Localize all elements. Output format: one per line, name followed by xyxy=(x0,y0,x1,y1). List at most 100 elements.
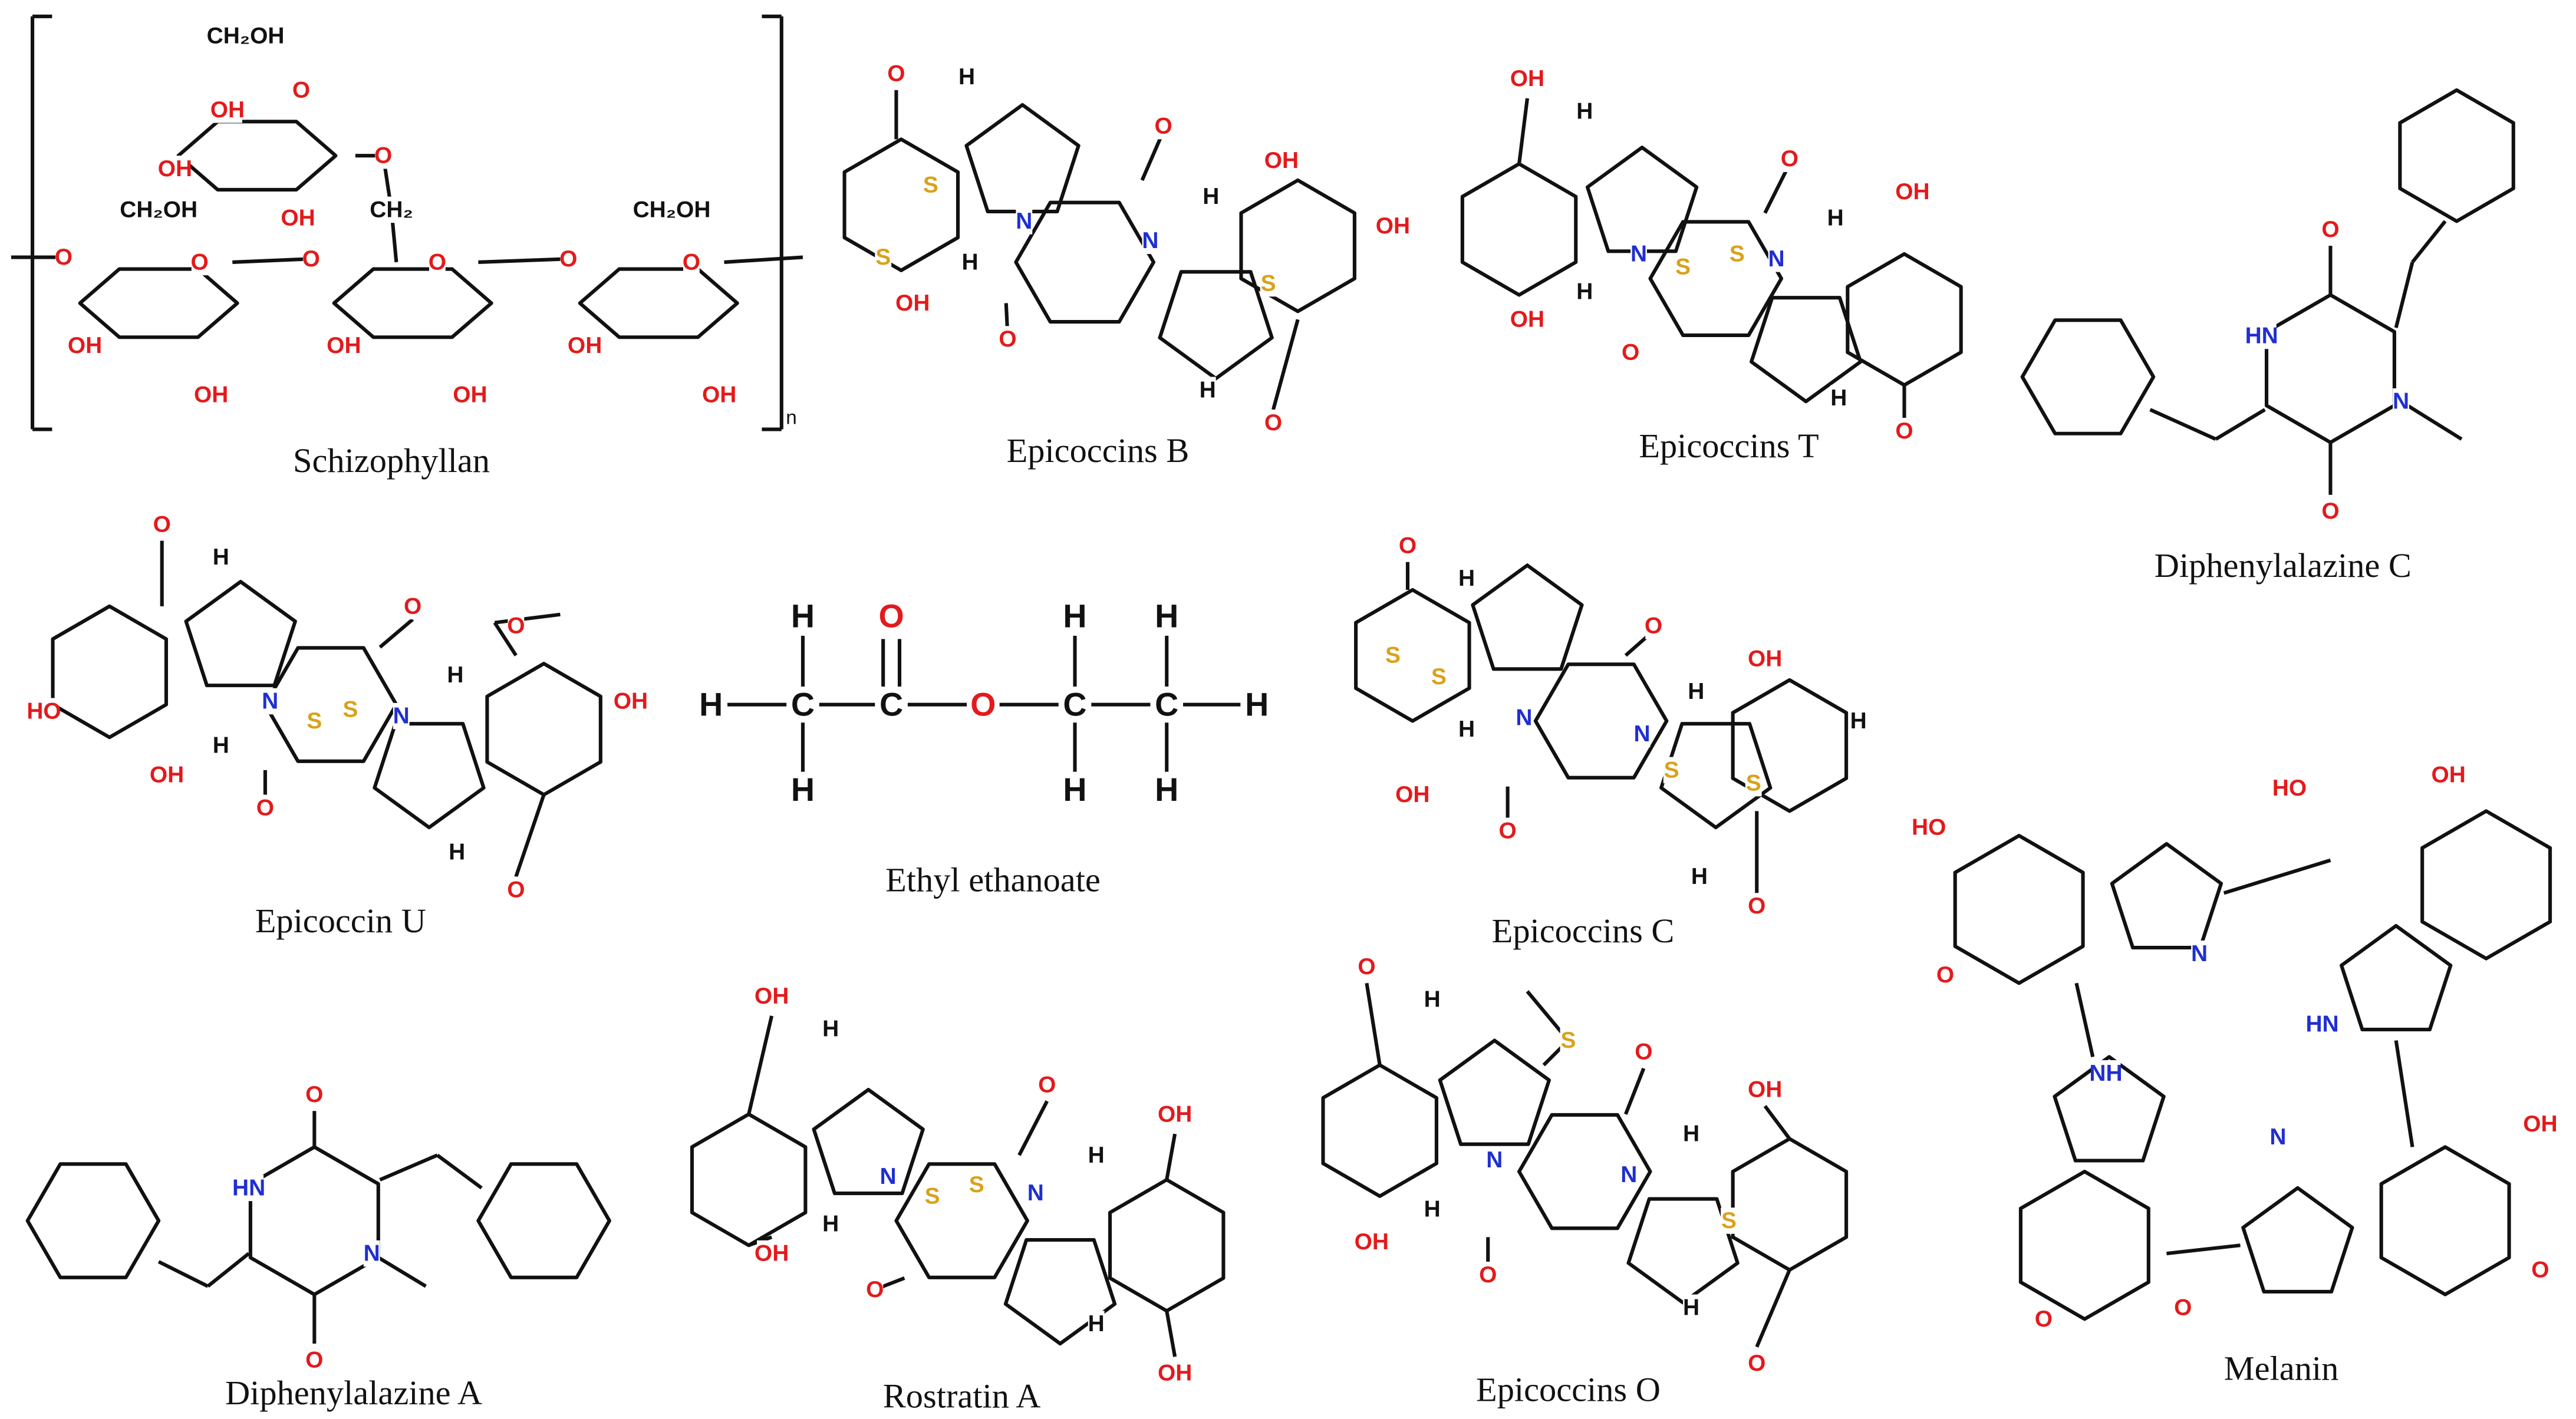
compound-name: Epicoccins T xyxy=(1639,427,1819,465)
atom-label-background xyxy=(306,1081,323,1108)
atom-label: H xyxy=(822,1212,839,1237)
ring-bond xyxy=(263,646,398,763)
atom-label: H xyxy=(449,839,465,864)
ring-bond xyxy=(842,137,960,272)
atom-label: S xyxy=(923,173,938,198)
ring-bond xyxy=(2420,809,2552,961)
atom-label: S xyxy=(1561,1028,1576,1053)
ring-bond xyxy=(2398,88,2515,223)
atom-label: H xyxy=(962,249,979,275)
atom-label: H xyxy=(822,1017,839,1042)
atom-label-background xyxy=(1635,1038,1652,1065)
atom-label: HN xyxy=(232,1175,265,1200)
ring-bond xyxy=(1321,1063,1438,1198)
atom-label: OH xyxy=(755,1241,789,1266)
atom-label: H xyxy=(447,662,463,688)
atom-label-background xyxy=(1850,708,1867,734)
atom-label-background xyxy=(1827,204,1844,232)
atom-label-background xyxy=(212,544,229,570)
compound-name: Epicoccin U xyxy=(255,902,426,940)
atom-label-background xyxy=(153,511,170,538)
atom-label: O xyxy=(302,246,320,272)
atom-label-background xyxy=(2433,761,2463,788)
atom-label-background xyxy=(196,381,226,408)
bond xyxy=(1763,1105,1791,1140)
atom-label: O xyxy=(404,593,421,619)
atom-label-background xyxy=(449,839,466,866)
bond xyxy=(478,257,569,264)
atom-label-background xyxy=(1430,664,1447,690)
atom-label-background xyxy=(1633,721,1651,747)
atom-label: N xyxy=(1516,705,1532,730)
compound-name: Epicoccins C xyxy=(1492,912,1675,950)
atom-label: H xyxy=(1683,1295,1699,1320)
ring-bond xyxy=(1354,588,1471,723)
atom-label: O xyxy=(1038,1072,1056,1097)
atom-label: O xyxy=(970,687,996,723)
atom-label-background xyxy=(1663,757,1680,784)
compound-name: Melanin xyxy=(2224,1349,2339,1387)
ring-bond xyxy=(1648,220,1784,337)
atom-label-background xyxy=(1160,1101,1190,1128)
atom-label: OH xyxy=(755,984,789,1009)
atom-label-background xyxy=(1088,1311,1105,1337)
atom-label: H xyxy=(699,687,723,723)
atom-label-background xyxy=(2322,498,2339,524)
atom-label: H xyxy=(791,598,815,635)
atom-label: HO xyxy=(2272,776,2307,801)
atom-label-background xyxy=(881,687,902,723)
atom-label-background xyxy=(1512,65,1542,92)
atom-label: O xyxy=(374,143,392,169)
atom-label: OH xyxy=(1355,1229,1389,1255)
atom-label-background xyxy=(1385,642,1401,669)
atom-label-background xyxy=(2246,322,2277,349)
atom-label: N xyxy=(2393,389,2409,414)
atom-label-background xyxy=(1750,645,1780,672)
atom-label: C xyxy=(879,687,903,723)
atom-label-background xyxy=(867,1276,884,1303)
ring-bond xyxy=(1158,270,1274,381)
atom-label: O xyxy=(305,1347,323,1372)
atom-label: O xyxy=(2531,1257,2549,1282)
atom-label-background xyxy=(615,688,646,715)
bond xyxy=(1165,1310,1177,1357)
ring-bond xyxy=(476,1162,611,1279)
atom-label: S xyxy=(1721,1208,1737,1233)
atom-label-background xyxy=(70,332,100,359)
bond xyxy=(1365,982,1382,1065)
atom-label-background xyxy=(1458,716,1475,742)
atom-label-background xyxy=(958,64,975,90)
atom-label-background xyxy=(1721,1207,1737,1234)
bond xyxy=(2394,1040,2414,1147)
ring-bond xyxy=(1108,1177,1226,1313)
atom-label: H xyxy=(791,771,815,808)
atom-label-background xyxy=(2269,1124,2287,1150)
atom-label-background xyxy=(972,687,994,723)
atom-label: S xyxy=(1664,757,1679,783)
bond xyxy=(2394,262,2414,328)
atom-label: HN xyxy=(2305,1011,2338,1037)
atom-label-background xyxy=(375,142,392,169)
atom-label-background xyxy=(1645,612,1662,639)
atom-label: NH xyxy=(2089,1061,2122,1086)
atom-label-background xyxy=(2307,1011,2337,1038)
ring-bond xyxy=(1438,1038,1551,1146)
atom-label: O xyxy=(1498,818,1516,843)
ring-bond xyxy=(2340,923,2453,1032)
atom-label: OH xyxy=(150,763,184,788)
atom-label: OH xyxy=(1158,1101,1192,1127)
atom-label: CH₂OH xyxy=(120,197,197,222)
compound-name: Epicoccins O xyxy=(1476,1370,1661,1408)
atom-label-background xyxy=(1683,1294,1699,1321)
atom-label: O xyxy=(153,512,171,537)
bond xyxy=(371,1252,427,1288)
bond xyxy=(724,255,803,264)
atom-label: N xyxy=(1768,246,1785,272)
atom-label-background xyxy=(1156,771,1178,808)
bond xyxy=(1165,1133,1177,1180)
